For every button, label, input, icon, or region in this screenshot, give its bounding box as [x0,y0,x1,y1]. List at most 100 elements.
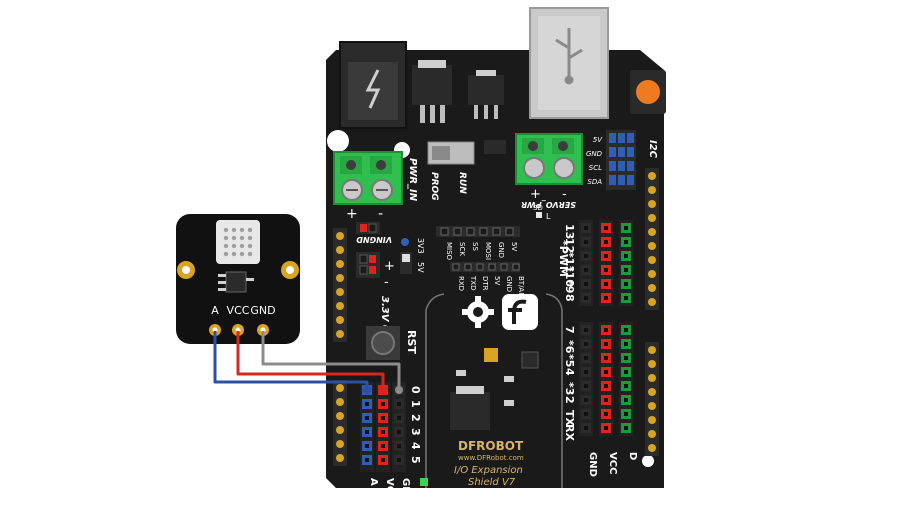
header-pin [648,270,656,278]
led-l-label: L [546,212,551,221]
url-label: www.DFRobot.com [458,454,524,462]
i2c-header [606,130,636,190]
i2c-pin [618,175,625,185]
icsp-pin-label: MISO [445,242,453,261]
wires [213,331,403,394]
vin-gnd-header [356,222,380,234]
voltage-regulator-small [468,70,504,119]
terminal-minus-label: - [378,206,383,222]
gear-icon [462,296,494,328]
i2c-pin [627,175,634,185]
digital-pin-label: *9 [563,280,576,293]
analog-column-label: GND [400,478,411,503]
i2c-pin-label: SDA [587,178,602,186]
header-pin [336,440,344,448]
digital-pin-label: *3 [563,382,576,395]
i2c-title: I2C [647,140,658,159]
sensor-vent-hole [231,235,237,241]
sensor-vent-hole [239,235,245,241]
header-pin [648,360,656,368]
header-pin [336,454,344,462]
header-pin [648,284,656,292]
out-33v-header [356,252,380,278]
digital-pin-label: 8 [563,294,576,302]
icsp-pin [479,227,488,236]
analog-column-label: VCC [384,478,395,500]
led-l [536,212,542,218]
power-terminal-block [333,151,403,205]
digital-header-strip [619,322,633,436]
digital-pin-label: 13 [563,224,576,239]
header-pin [648,256,656,264]
out-33v-label: 3.3V OUT [379,296,390,350]
header-pin [336,246,344,254]
bt-pin-label: TXD [469,275,477,290]
rst-button [366,326,400,360]
i2c-pin [627,133,634,143]
bt-pin [488,263,496,271]
header-pin [648,374,656,382]
digital-header-strip [579,322,593,436]
bt-pin-label: RXD [457,276,465,291]
i2c-pin-label: 5V [593,136,603,144]
header-pin [336,426,344,434]
digital-pin-label: *11 [563,252,576,273]
analog-pin-number: 4 [409,442,422,450]
wire-gnd [261,331,401,388]
terminal-plus-label: + [346,206,358,222]
wire-vcc [236,331,385,388]
header-pin [336,232,344,240]
i2c-pin [618,161,625,171]
header-pin [648,172,656,180]
sensor-vent-hole [247,251,253,257]
header-strip [645,342,659,456]
mounting-hole [642,455,654,467]
header-pin [336,302,344,310]
icsp-pin [453,227,462,236]
out-plus-label: + [384,259,395,274]
sensor-pin-label-vcc: VCC [227,304,250,317]
i2c-pin-label: SCL [589,164,602,172]
header-pin [336,398,344,406]
i2c-pin [618,133,625,143]
digital-pin-label: TX [563,410,576,427]
analog-headers [360,382,406,472]
digital-pin-label: *6 [563,340,576,354]
usb-connector [529,7,609,119]
i2c-pin [627,161,634,171]
icsp-pin-label: SCK [458,242,466,256]
run-label: RUN [457,172,467,194]
side-headers [333,168,659,466]
icsp-pin-label: 5V [510,242,518,251]
icsp-pin-label: MOSI [484,242,492,260]
header-pin [336,316,344,324]
sensor-pin-label-a: A [211,304,219,317]
analog-pin-number: 5 [409,456,422,464]
bt-pin-label: DTR [481,276,489,291]
analog-pin-number: 0 [409,386,422,394]
component-small [504,376,514,382]
header-pin [336,260,344,268]
header-pin [648,430,656,438]
bt-pin [464,263,472,271]
i2c-pin [609,147,616,157]
sensor-ic [218,271,254,293]
analog-pin-number: 1 [409,400,422,408]
digital-column-label: VCC [607,452,618,474]
bt-pin-label: 5V [493,276,501,285]
power-led [420,478,428,486]
i2c-pin [609,175,616,185]
io-expansion-shield: + - PWR_IN PROG RUN + - SERVO_PWR I2 [326,7,666,503]
component-small [456,370,466,376]
i2c-pin [627,147,634,157]
servo-terminal-block [515,133,583,185]
v33-label: 3V3 [416,238,425,254]
digital-pin-label: *10 [563,266,576,287]
usb-icon [555,28,583,85]
gas-sensor-chip [216,220,260,264]
